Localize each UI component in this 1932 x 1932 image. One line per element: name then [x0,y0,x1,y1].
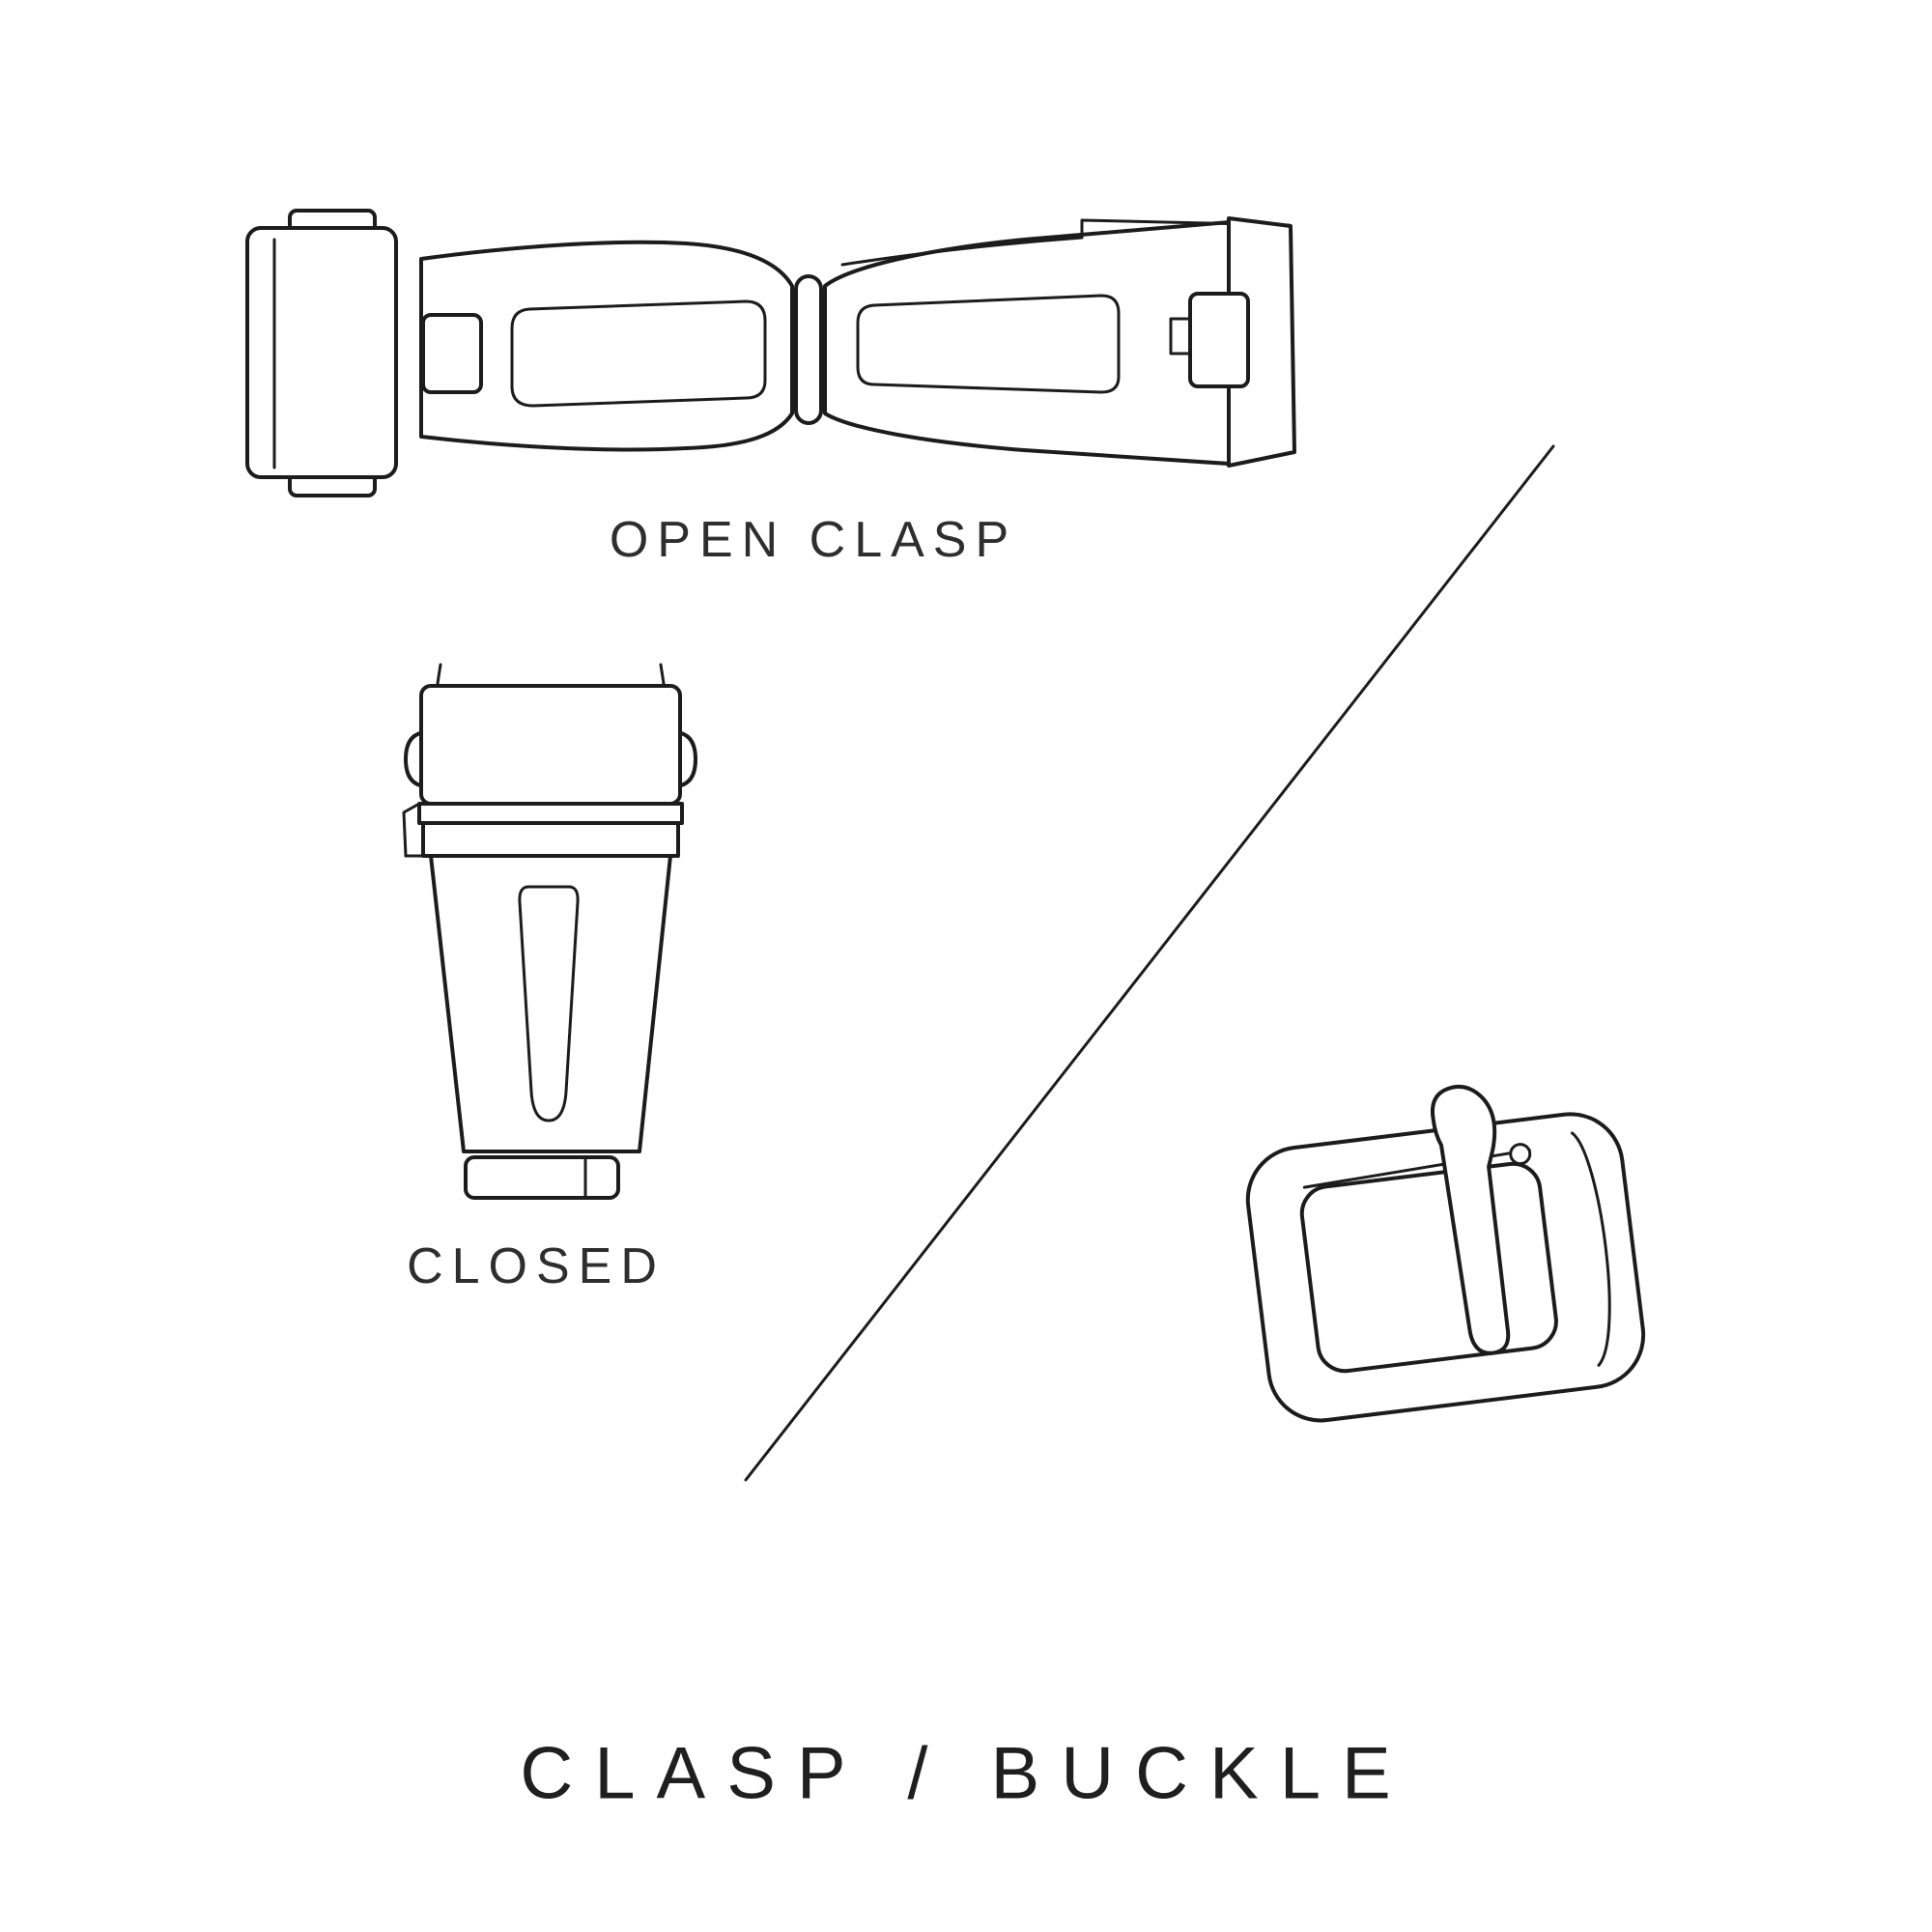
buckle-illustration [1245,1084,1646,1423]
buckle-pin-loop [1509,1143,1532,1166]
open-clasp-label: OPEN CLASP [609,512,1018,568]
open-clasp-endlink [245,226,398,479]
closed-clasp-cover [419,684,682,806]
open-clasp-illustration [245,209,1296,497]
open-clasp-right-window [856,294,1121,394]
closed-clasp-band-upper [417,802,684,825]
open-clasp-latch-hook [421,313,483,394]
divider-line [744,444,1555,1482]
open-clasp-hook-cutout [1188,292,1250,388]
buckle-right-bar-contour [1570,1131,1611,1367]
closed-clasp-band-lower [421,821,680,858]
buckle-opening [1299,1161,1558,1374]
open-clasp-hinge [794,274,823,425]
closed-clasp-foot [464,1155,620,1200]
closed-label: CLOSED [407,1238,666,1294]
closed-clasp-window [518,885,580,1122]
open-clasp-left-window [510,299,767,408]
closed-clasp-body [429,854,672,1153]
open-clasp-plate-edge [840,218,1291,267]
open-clasp-hook-tab [1169,317,1192,355]
closed-clasp-left-flap [402,802,425,858]
buckle-tongue [1431,1084,1511,1355]
page-title: CLASP / BUCKLE [520,1732,1412,1815]
closed-clasp-illustration [402,663,697,1200]
